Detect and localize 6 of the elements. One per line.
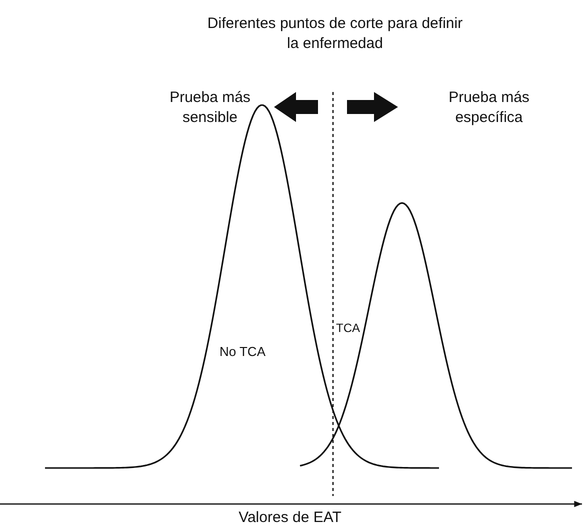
callout-text: Prueba más específica [448, 88, 530, 128]
title: Diferentes puntos de corte para definir la enfermedad [206, 14, 464, 54]
curve-label: No TCA [218, 343, 266, 361]
curve-label: TCA [335, 320, 361, 337]
callout-text: Prueba más sensible [168, 88, 252, 128]
axis-label: Valores de EAT [238, 508, 342, 528]
